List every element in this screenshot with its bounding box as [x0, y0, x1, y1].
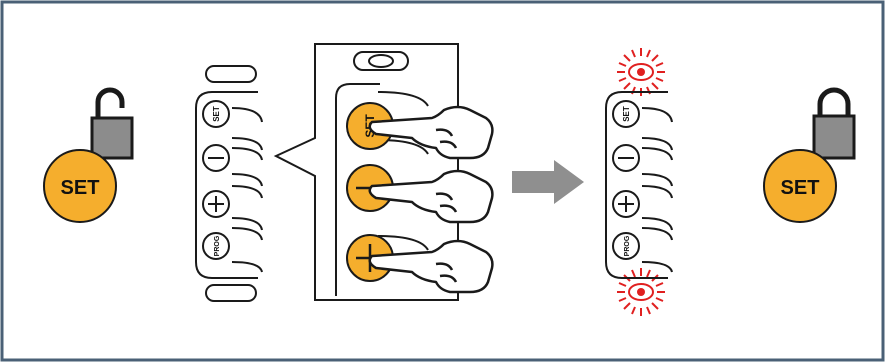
- result-prog-button: [612, 232, 640, 260]
- unlocked-padlock-icon: [90, 87, 134, 160]
- result-keypad-body-outline: [605, 91, 668, 279]
- keypad-plus-button: [202, 190, 230, 218]
- set-button-left-label: SET: [61, 177, 100, 199]
- callout-top-slot: [353, 51, 409, 71]
- keypad-panel: [195, 65, 263, 302]
- set-button-right: [763, 149, 837, 223]
- set-button-right-label: SET: [781, 177, 820, 199]
- keypad-minus-button: [202, 144, 230, 172]
- keypad-set-label: SET: [212, 106, 221, 122]
- callout-slot-hole: [368, 54, 394, 68]
- result-set-button: [612, 100, 640, 128]
- locked-set-group: SET: [763, 87, 856, 223]
- result-keypad-panel: [605, 91, 673, 279]
- blinking-led-icon: [617, 268, 665, 316]
- keypad-body-outline: [195, 91, 258, 279]
- zoom-callout: SET: [273, 43, 494, 301]
- pointing-hand-icon: [368, 105, 494, 160]
- locked-padlock-icon: [812, 87, 856, 160]
- result-plus-button: [612, 190, 640, 218]
- result-prog-label: PROG: [624, 235, 631, 256]
- right-arrow-icon: [512, 160, 584, 204]
- keypad-set-button: [202, 100, 230, 128]
- pointing-hand-icon: [368, 169, 494, 224]
- unlocked-set-group: SET: [43, 87, 134, 223]
- keypad-prog-label: PROG: [214, 235, 221, 256]
- blinking-led-icon: [617, 48, 665, 96]
- pointing-hand-icon: [368, 239, 494, 294]
- set-button-left: [43, 149, 117, 223]
- keypad-bottom-slot: [205, 284, 257, 302]
- result-minus-button: [612, 144, 640, 172]
- keypad-prog-button: [202, 232, 230, 260]
- result-set-label: SET: [622, 106, 631, 122]
- keypad-top-slot: [205, 65, 257, 83]
